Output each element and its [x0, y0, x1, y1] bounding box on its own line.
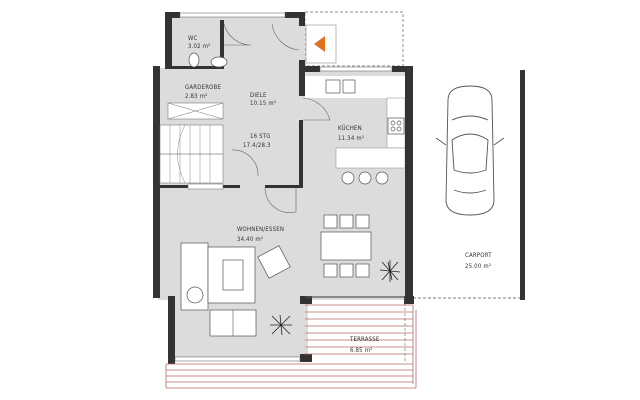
stair-door[interactable]	[231, 149, 259, 177]
svg-text:WOHNEN/ESSEN: WOHNEN/ESSEN	[237, 226, 284, 233]
svg-text:3.02 m²: 3.02 m²	[188, 43, 211, 50]
wc-door[interactable]	[223, 23, 252, 46]
wall	[265, 185, 303, 188]
coffee-table	[222, 259, 244, 291]
dining-table	[320, 231, 372, 261]
upper-floor-area	[165, 14, 305, 74]
wall	[405, 66, 413, 302]
window	[319, 66, 393, 72]
svg-text:2.83 m²: 2.83 m²	[185, 93, 208, 100]
terrace-decking	[165, 304, 417, 389]
room-label-garderobe: GARDEROBE 2.83 m²	[185, 84, 221, 100]
svg-text:WC: WC	[188, 35, 198, 42]
window	[179, 12, 286, 18]
sink-icon	[325, 79, 341, 94]
person-figure	[186, 286, 204, 304]
bar-stool	[375, 171, 389, 185]
dining-chairs	[323, 214, 370, 278]
wall	[300, 354, 312, 362]
svg-text:6.85 m²: 6.85 m²	[350, 347, 373, 354]
tv-unit	[187, 183, 224, 190]
wall	[153, 66, 160, 298]
washbasin-icon	[210, 56, 228, 68]
svg-text:TERRASSE: TERRASSE	[349, 336, 380, 343]
wall	[305, 66, 320, 72]
room-label-living: WOHNEN/ESSEN 34.40 m²	[237, 226, 284, 243]
room-label-stairs: 16 STG 17.4/28.3	[243, 133, 271, 149]
svg-text:KÜCHEN: KÜCHEN	[338, 125, 362, 132]
svg-text:17.4/28.3: 17.4/28.3	[243, 142, 271, 149]
svg-text:DIELE: DIELE	[250, 92, 267, 99]
wall	[404, 296, 414, 304]
wall	[299, 12, 305, 26]
room-label-wc: WC3.02 m²	[188, 35, 211, 50]
entry-door[interactable]	[271, 23, 300, 51]
bar-stool	[341, 171, 355, 185]
living-door[interactable]	[264, 187, 297, 213]
wall	[165, 12, 180, 18]
kitchen-island	[335, 147, 406, 169]
carport-wall	[520, 70, 525, 300]
wall	[392, 66, 413, 72]
svg-text:11.34 m²: 11.34 m²	[338, 135, 364, 142]
wall	[285, 12, 305, 18]
plant-icon	[270, 314, 292, 336]
wc-wall	[220, 20, 224, 62]
svg-text:CARPORT: CARPORT	[465, 252, 492, 259]
wall	[299, 60, 305, 96]
svg-text:GARDEROBE: GARDEROBE	[185, 84, 221, 91]
svg-text:25.00 m²: 25.00 m²	[465, 263, 491, 270]
svg-text:10.15 m²: 10.15 m²	[250, 100, 276, 107]
cooktop-icon	[387, 117, 405, 135]
armchair	[257, 245, 291, 279]
wall	[300, 296, 312, 304]
appliance-icon	[342, 79, 356, 94]
wall	[165, 66, 224, 69]
stair-treads	[160, 124, 223, 184]
window	[174, 356, 301, 362]
bar-stool	[358, 171, 372, 185]
car-icon	[435, 85, 505, 216]
kitchen-door[interactable]	[302, 97, 331, 121]
wall	[165, 12, 172, 68]
wall	[168, 296, 175, 364]
svg-text:34.40 m²: 34.40 m²	[237, 236, 263, 243]
room-label-terrace: TERRASSE 6.85 m²	[349, 336, 380, 354]
wall	[299, 120, 303, 185]
entry-arrow-icon	[314, 36, 325, 52]
room-label-carport: CARPORT 25.00 m²	[465, 252, 492, 270]
room-label-kitchen: KÜCHEN 11.34 m²	[338, 125, 364, 142]
svg-text:16 STG: 16 STG	[250, 133, 271, 140]
plant-icon	[379, 260, 401, 282]
toilet-icon	[188, 52, 200, 68]
